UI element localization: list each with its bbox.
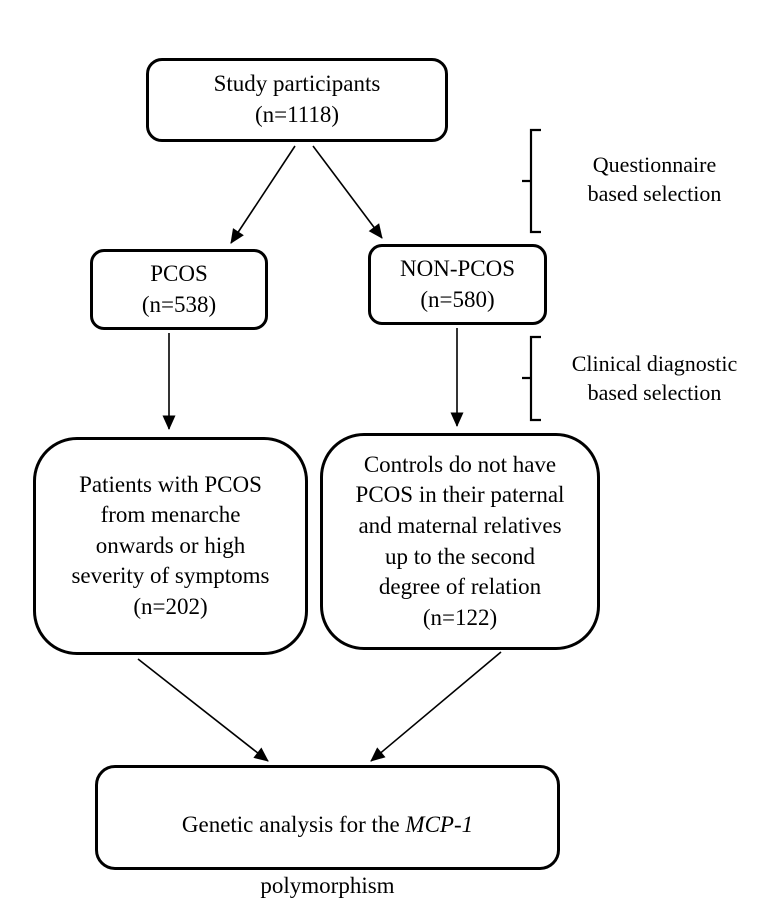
controls-criteria-text: Controls do not have PCOS in their pater… bbox=[355, 451, 565, 630]
genetic-analysis-line1: Genetic analysis for the MCP-1 bbox=[182, 810, 473, 841]
study-participants-text: Study participants (n=1118) bbox=[213, 71, 381, 127]
non-pcos-text: NON-PCOS (n=580) bbox=[399, 255, 516, 312]
arrow-study-to-pcos bbox=[230, 145, 296, 244]
genetic-analysis-line2: polymorphism bbox=[260, 872, 395, 898]
genetic-analysis-text: Genetic analysis for the MCP-1 polymorph… bbox=[182, 779, 473, 915]
bracket-questionnaire bbox=[522, 128, 541, 234]
box-study-participants: Study participants (n=1118) bbox=[146, 58, 448, 142]
box-controls-criteria: Controls do not have PCOS in their pater… bbox=[320, 433, 600, 650]
pcos-criteria-text: Patients with PCOS from menarche onwards… bbox=[71, 471, 270, 619]
box-pcos: PCOS (n=538) bbox=[90, 249, 268, 330]
box-non-pcos: NON-PCOS (n=580) bbox=[368, 244, 547, 325]
genetic-analysis-line1-prefix: Genetic analysis for the bbox=[181, 811, 406, 837]
arrow-pcos-criteria-to-analysis bbox=[137, 658, 269, 762]
pcos-text: PCOS (n=538) bbox=[141, 260, 217, 317]
box-pcos-criteria: Patients with PCOS from menarche onwards… bbox=[33, 437, 308, 655]
label-clinical-selection: Clinical diagnostic based selection bbox=[571, 351, 738, 406]
bracket-clinical bbox=[522, 335, 541, 422]
box-genetic-analysis: Genetic analysis for the MCP-1 polymorph… bbox=[95, 765, 560, 898]
arrow-controls-criteria-to-analysis bbox=[370, 651, 502, 762]
label-questionnaire-selection: Questionnaire based selection bbox=[587, 152, 722, 207]
arrow-study-to-nonpcos bbox=[312, 145, 383, 239]
gene-name-italic: MCP-1 bbox=[405, 811, 474, 837]
